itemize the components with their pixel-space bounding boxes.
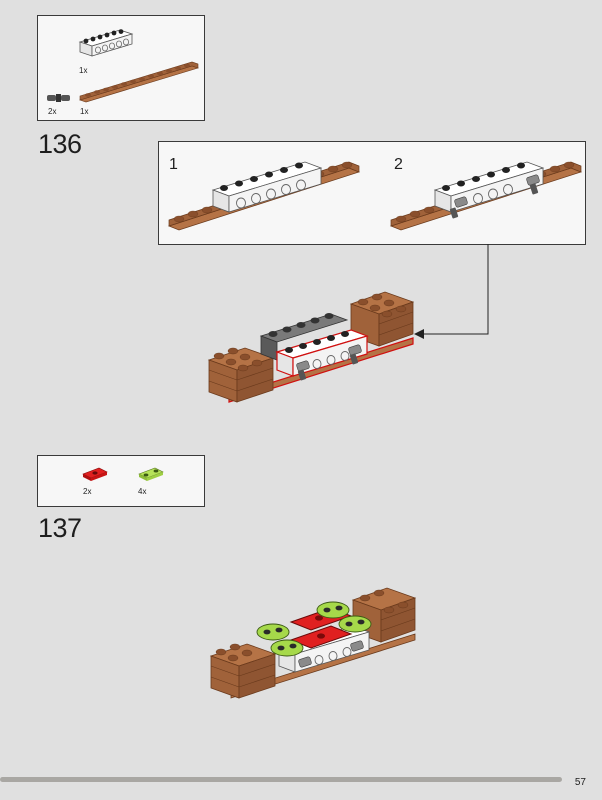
step-137-parts-box: 2x 4x bbox=[37, 455, 205, 507]
step-137-number: 137 bbox=[38, 513, 82, 543]
page-number: 57 bbox=[574, 777, 586, 788]
substep-2-number: 2 bbox=[394, 156, 403, 173]
lime-plate-qty: 4x bbox=[138, 487, 147, 496]
white-brick-qty: 1x bbox=[79, 66, 88, 75]
white-technic-brick-icon bbox=[78, 29, 134, 57]
technic-pin-icon bbox=[47, 94, 70, 102]
lime-plate-icon bbox=[138, 467, 164, 481]
subassembly-callout: 1 2 bbox=[158, 141, 586, 245]
step-136-parts-box: 1x 2x 1x bbox=[37, 15, 205, 121]
substep-1-number: 1 bbox=[169, 156, 178, 173]
red-plate-qty: 2x bbox=[83, 487, 92, 496]
callout-arrow bbox=[414, 244, 489, 339]
brown-plate-qty: 1x bbox=[80, 107, 89, 116]
substep-1-assembly-image bbox=[167, 161, 361, 231]
step-137-assembly-image bbox=[209, 587, 417, 699]
brown-plate-icon bbox=[79, 61, 199, 103]
step-136-number: 136 bbox=[38, 129, 82, 159]
page-progress-bar bbox=[0, 777, 562, 782]
red-plate-icon bbox=[82, 467, 108, 481]
substep-2-assembly-image bbox=[389, 161, 583, 231]
pin-qty: 2x bbox=[48, 107, 57, 116]
step-136-assembly-image bbox=[207, 291, 415, 403]
